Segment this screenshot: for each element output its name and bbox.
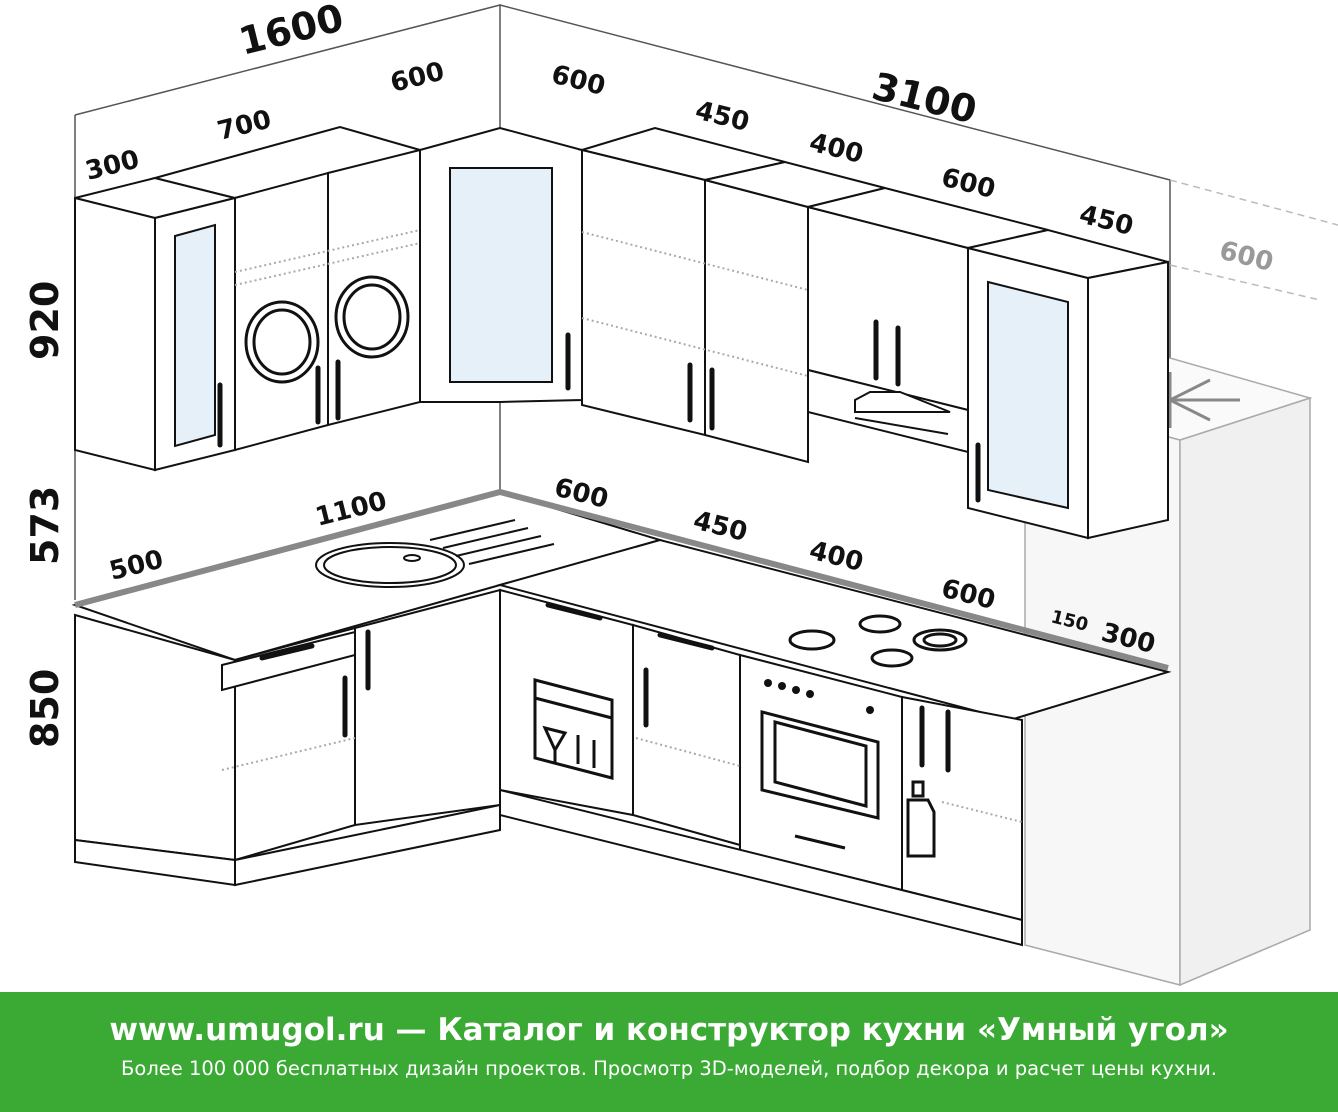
dim-upper-3: 600 [548,60,608,102]
fridge-space-outline [1169,179,1338,301]
banner-subtitle: Более 100 000 бесплатных дизайн проектов… [121,1057,1217,1080]
dim-upper-1: 700 [214,105,274,147]
dim-upper-5: 400 [806,128,866,170]
dim-total-right: 3100 [868,64,981,132]
dim-upper-4: 450 [692,96,752,138]
countertop-back-edge [74,488,1169,671]
oven-knobs [764,679,874,714]
corner-glass-cabinet [419,126,583,403]
upper-cabinets-left [74,125,424,472]
hob-icon [788,614,968,668]
dishwasher-icon [533,678,614,780]
dim-upper-2: 600 [387,57,447,99]
hood-icon [854,391,951,435]
bottle-icon [906,780,936,858]
dim-upper-0: 300 [82,145,142,187]
kitchen-drawing: 1600 3100 300 700 600 600 450 400 600 45… [23,0,1338,987]
shelf-lines [221,229,1023,823]
upper-cabinets-right [578,126,1169,540]
sink-icon [315,519,555,588]
dim-counter-right-2: 400 [806,536,866,578]
dim-height-gap: 573 [23,486,67,565]
dim-height-upper: 920 [23,281,67,360]
banner-title[interactable]: www.umugol.ru — Каталог и конструктор ку… [109,1012,1229,1048]
dim-total-left: 1600 [235,0,348,64]
dim-upper-7: 450 [1076,200,1136,242]
dim-upper-6: 600 [938,163,998,205]
handles [217,319,981,773]
oven-icon [760,710,880,850]
dim-height-base: 850 [23,669,67,748]
dim-fridge-ghost: 600 [1216,236,1276,278]
promo-banner[interactable]: www.umugol.ru — Каталог и конструктор ку… [0,992,1338,1112]
cutlery-plate-icon [244,275,410,384]
